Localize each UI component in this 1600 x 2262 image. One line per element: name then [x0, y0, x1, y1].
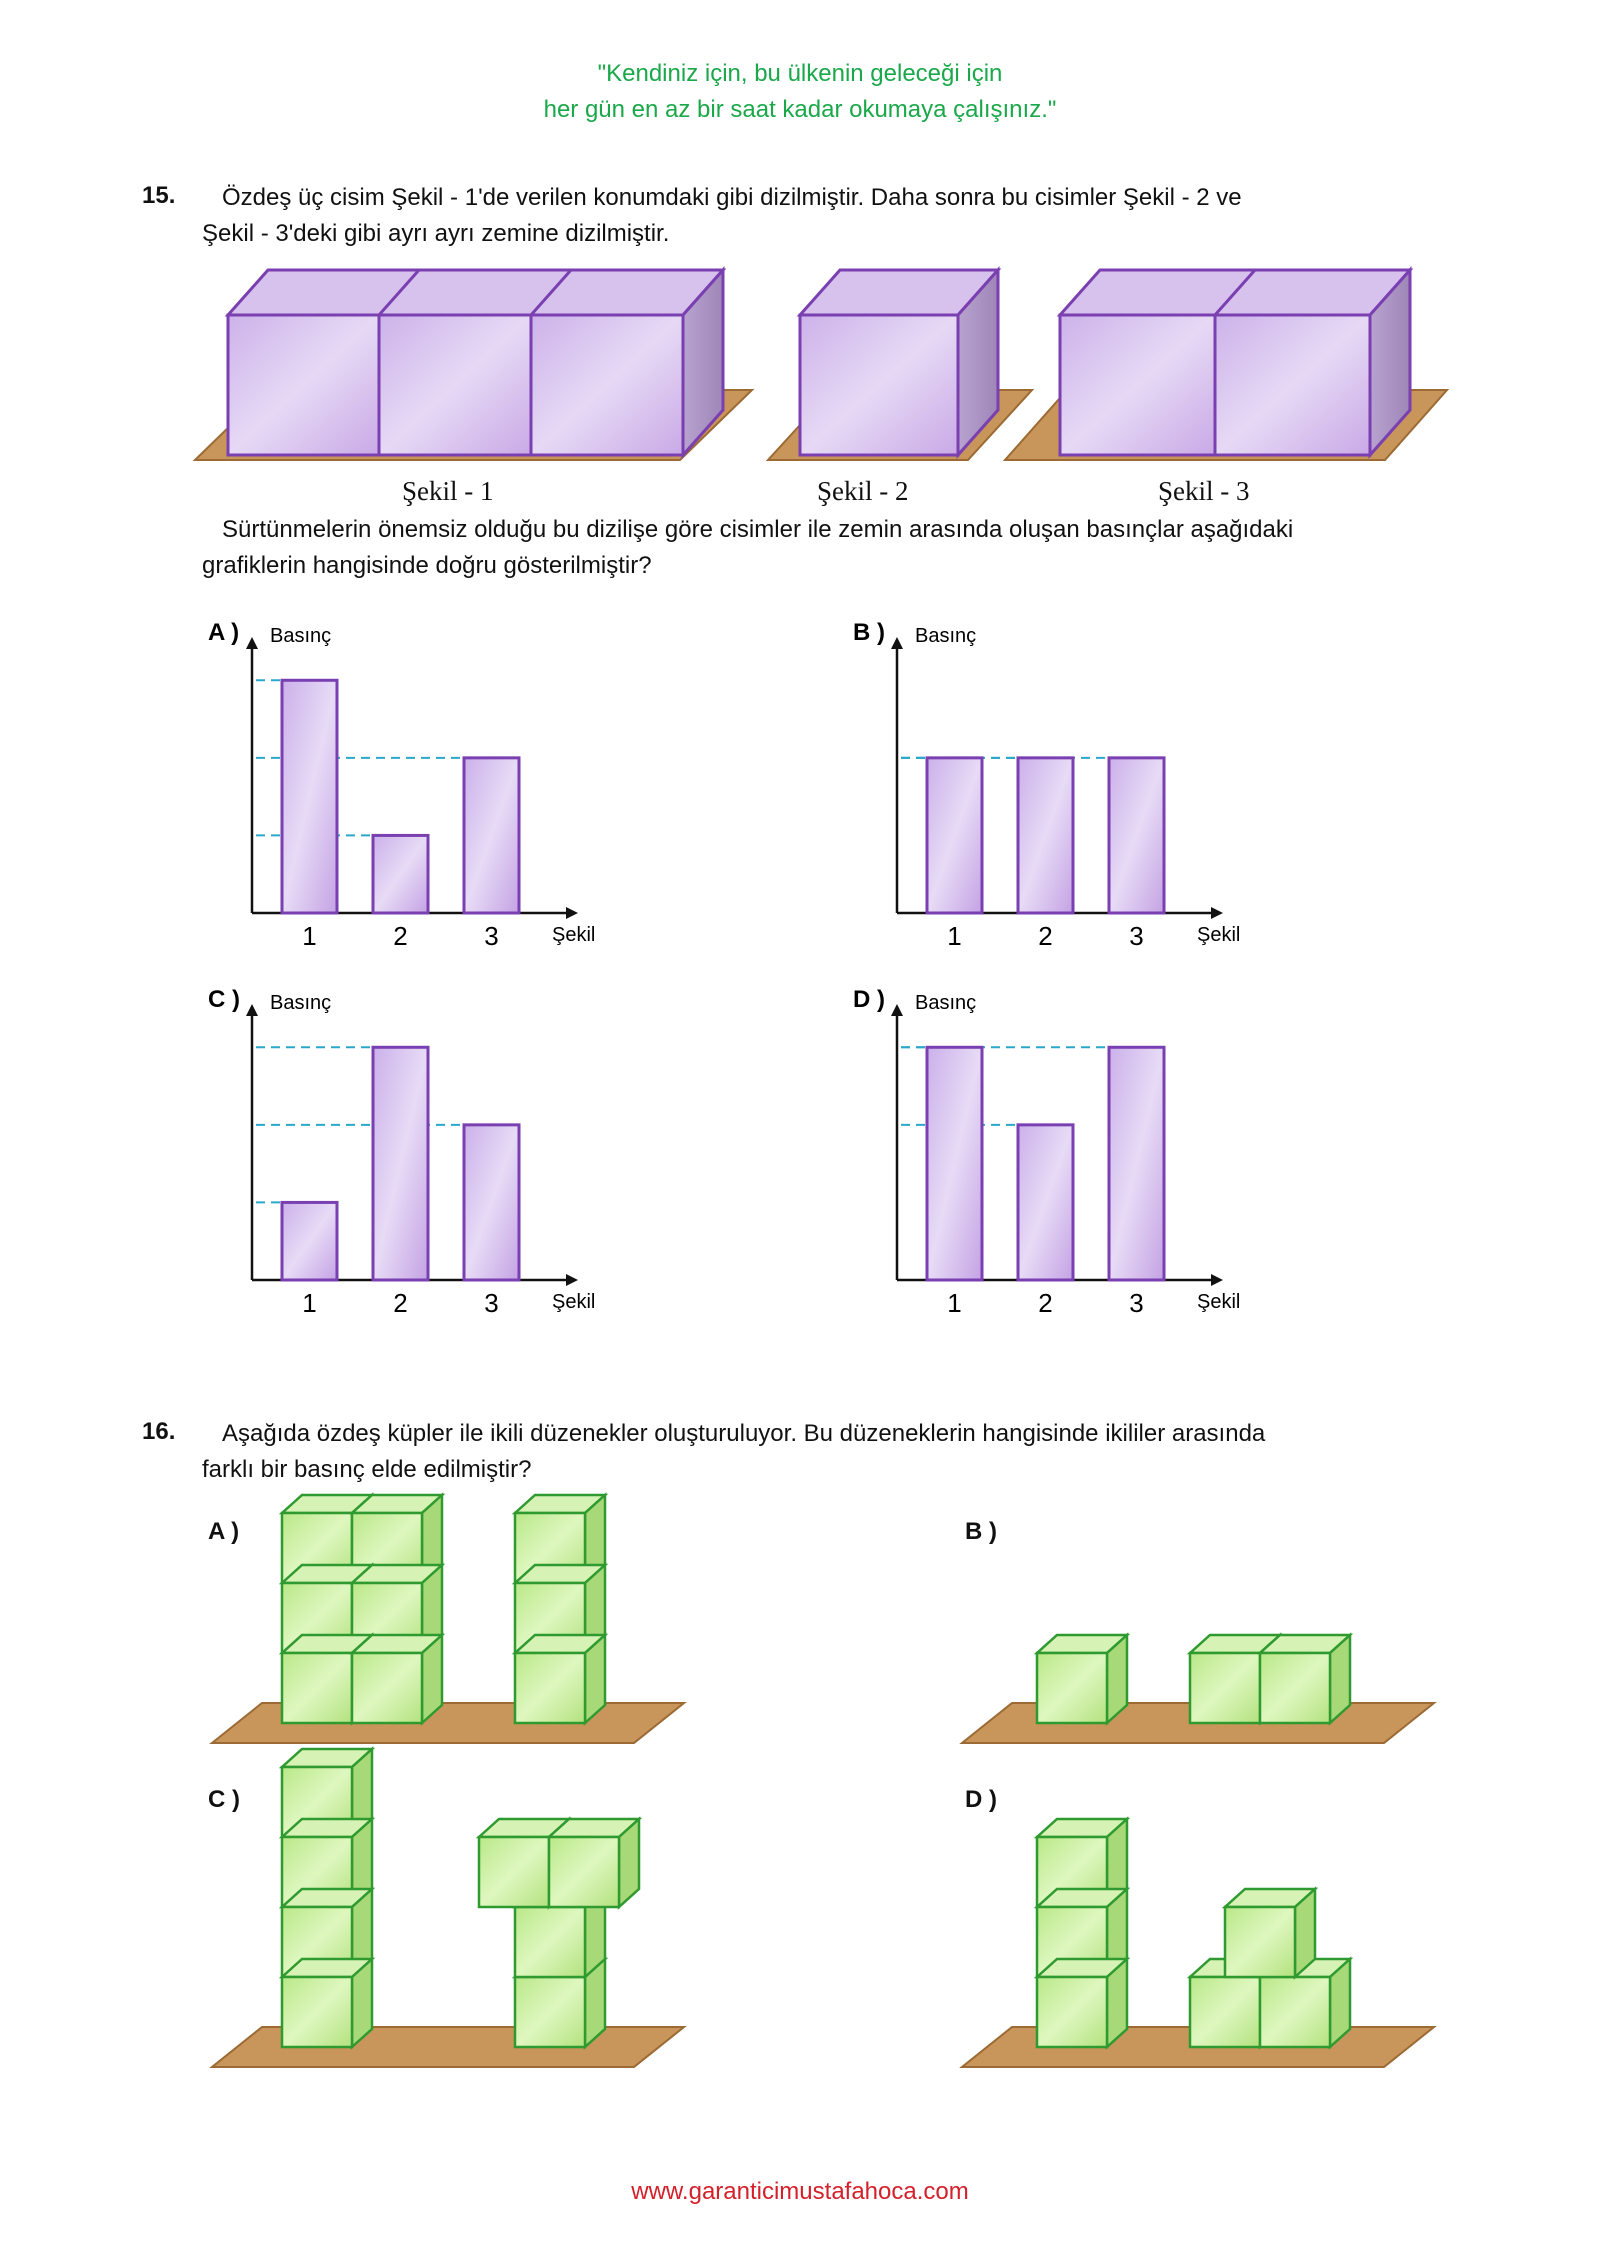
- cube: [1221, 1886, 1319, 1980]
- bar-sekil-3: [1107, 756, 1166, 915]
- y-axis-arrow: [246, 1004, 258, 1016]
- x-axis-arrow: [566, 1274, 578, 1286]
- cube: [1033, 1632, 1131, 1726]
- x-tick-label: 1: [947, 921, 961, 951]
- bar-sekil-3: [462, 756, 521, 915]
- cube: [1033, 1956, 1131, 2050]
- chart-option-label: B ): [853, 619, 885, 646]
- cube-stacks: [278, 1492, 1354, 2050]
- q16-option-c-label[interactable]: C ): [208, 1786, 240, 1813]
- x-tick-label: 3: [1129, 921, 1143, 951]
- question-15-prompt-line2: grafiklerin hangisinde doğru gösterilmiş…: [202, 552, 652, 579]
- label-sekil-2: Şekil - 2: [817, 476, 909, 506]
- x-tick-label: 2: [393, 921, 407, 951]
- sekil-3-boxes: [1056, 266, 1414, 459]
- cube: [545, 1816, 643, 1910]
- x-tick-label: 1: [302, 921, 316, 951]
- sekil-2-box: [796, 266, 1002, 459]
- bar-sekil-1: [925, 756, 984, 915]
- x-tick-label: 3: [484, 1288, 498, 1318]
- question-15-text-line1: Özdeş üç cisim Şekil - 1'de verilen konu…: [222, 184, 1242, 211]
- question-15-number: 15.: [142, 182, 176, 209]
- cube: [1256, 1632, 1354, 1726]
- q16-option-b-label[interactable]: B ): [965, 1518, 997, 1545]
- y-axis-arrow: [891, 1004, 903, 1016]
- x-axis-label: Şekil: [1197, 1291, 1240, 1313]
- bar-sekil-3: [1107, 1045, 1166, 1282]
- y-axis-label: Basınç: [915, 625, 976, 647]
- x-tick-label: 2: [1038, 1288, 1052, 1318]
- question-16-number: 16.: [142, 1418, 176, 1445]
- sekil-1-boxes: [224, 266, 727, 459]
- q16-option-a-label[interactable]: A ): [208, 1518, 240, 1545]
- q16-option-d-label[interactable]: D ): [965, 1786, 997, 1813]
- x-axis-label: Şekil: [552, 1291, 595, 1313]
- x-tick-label: 1: [947, 1288, 961, 1318]
- question-15-prompt-line1: Sürtünmelerin önemsiz olduğu bu dizilişe…: [222, 516, 1294, 543]
- x-tick-label: 3: [484, 921, 498, 951]
- label-sekil-3: Şekil - 3: [1158, 476, 1250, 506]
- chart-option-label: C ): [208, 986, 240, 1013]
- y-axis-arrow: [891, 637, 903, 649]
- question-15-text-line2: Şekil - 3'deki gibi ayrı ayrı zemine diz…: [202, 220, 670, 247]
- q15-figure: [192, 266, 1450, 461]
- bar-sekil-2: [1016, 1123, 1075, 1282]
- question-16-text-line2: farklı bir basınç elde edilmiştir?: [202, 1456, 532, 1483]
- bar-sekil-3: [462, 1123, 521, 1282]
- y-axis-label: Basınç: [270, 625, 331, 647]
- bar-sekil-1: [280, 1200, 339, 1282]
- cube: [348, 1632, 446, 1726]
- bar-sekil-2: [1016, 756, 1075, 915]
- x-axis-label: Şekil: [552, 924, 595, 946]
- label-sekil-1: Şekil - 1: [402, 476, 494, 506]
- x-axis-arrow: [1211, 907, 1223, 919]
- bar-sekil-1: [925, 1045, 984, 1282]
- cube: [278, 1956, 376, 2050]
- x-axis-label: Şekil: [1197, 924, 1240, 946]
- bar-sekil-2: [371, 833, 430, 915]
- cube: [511, 1632, 609, 1726]
- header-quote-line1: "Kendiniz için, bu ülkenin geleceği için: [597, 60, 1003, 87]
- bar-sekil-1: [280, 678, 339, 915]
- x-tick-label: 3: [1129, 1288, 1143, 1318]
- chart-option-label: A ): [208, 619, 239, 646]
- x-axis-arrow: [566, 907, 578, 919]
- x-axis-arrow: [1211, 1274, 1223, 1286]
- x-tick-label: 2: [1038, 921, 1052, 951]
- header-quote-line2: her gün en az bir saat kadar okumaya çal…: [543, 96, 1057, 123]
- q16-figures: [209, 1492, 1437, 2068]
- bar-sekil-2: [371, 1045, 430, 1282]
- x-tick-label: 1: [302, 1288, 316, 1318]
- question-16-text-line1: Aşağıda özdeş küpler ile ikili düzenekle…: [222, 1420, 1266, 1447]
- footer-url[interactable]: www.garanticimustafahoca.com: [631, 2178, 969, 2205]
- y-axis-label: Basınç: [270, 992, 331, 1014]
- x-tick-label: 2: [393, 1288, 407, 1318]
- y-axis-label: Basınç: [915, 992, 976, 1014]
- chart-option-label: D ): [853, 986, 885, 1013]
- y-axis-arrow: [246, 637, 258, 649]
